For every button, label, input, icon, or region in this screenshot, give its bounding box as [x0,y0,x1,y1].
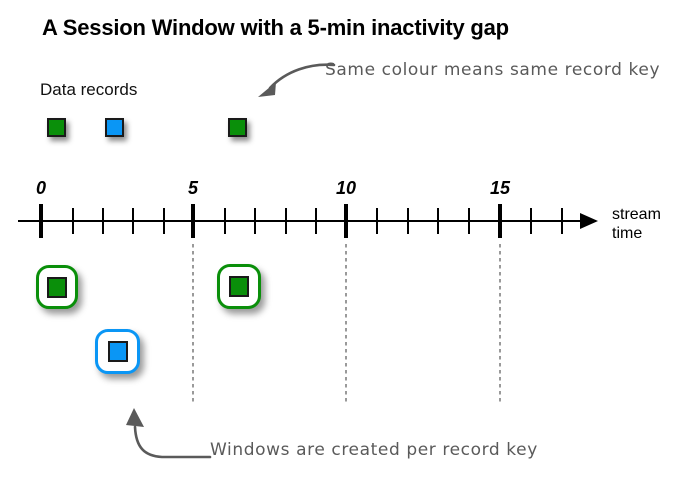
stream-time-axis [18,220,596,222]
tick-label-5: 5 [187,178,199,198]
major-tick-0 [39,204,43,238]
minor-tick [376,208,378,234]
stream-time-axis-arrowhead [580,213,598,229]
data-record-square-green-1 [47,118,66,137]
minor-tick [102,208,104,234]
minor-tick [315,208,317,234]
session-window-green-1 [36,265,78,309]
stream-time-label-line2: time [612,225,643,242]
data-record-square-green-2 [228,118,247,137]
minor-tick [530,208,532,234]
record-square-green [229,276,249,297]
major-tick-5 [191,204,195,238]
windows-per-key-annotation-arrow [126,408,212,459]
minor-tick [285,208,287,234]
minor-tick [407,208,409,234]
windows-per-key-annotation-text: Windows are created per record key [210,440,538,460]
major-tick-10 [344,204,348,238]
guide-line-10 [345,244,347,402]
tick-label-0: 0 [35,178,47,198]
minor-tick [72,208,74,234]
minor-tick [561,208,563,234]
stream-time-axis-label: stream time [612,205,661,243]
minor-tick [163,208,165,234]
minor-tick [254,208,256,234]
guide-line-15 [499,244,501,402]
record-square-green [47,276,67,298]
minor-tick [468,208,470,234]
major-tick-15 [498,204,502,238]
record-square-blue [107,341,128,362]
same-colour-annotation-text: Same colour means same record key [325,60,661,80]
tick-label-10: 10 [335,178,357,198]
minor-tick [224,208,226,234]
page-title: A Session Window with a 5-min inactivity… [42,15,509,40]
minor-tick [437,208,439,234]
data-records-label: Data records [40,80,138,99]
minor-tick [132,208,134,234]
session-window-blue-1 [95,329,140,374]
stream-time-label-line1: stream [612,206,661,223]
session-window-green-2 [217,264,261,309]
guide-line-5 [192,244,194,402]
data-record-square-blue-1 [105,118,124,137]
tick-label-15: 15 [489,178,511,198]
